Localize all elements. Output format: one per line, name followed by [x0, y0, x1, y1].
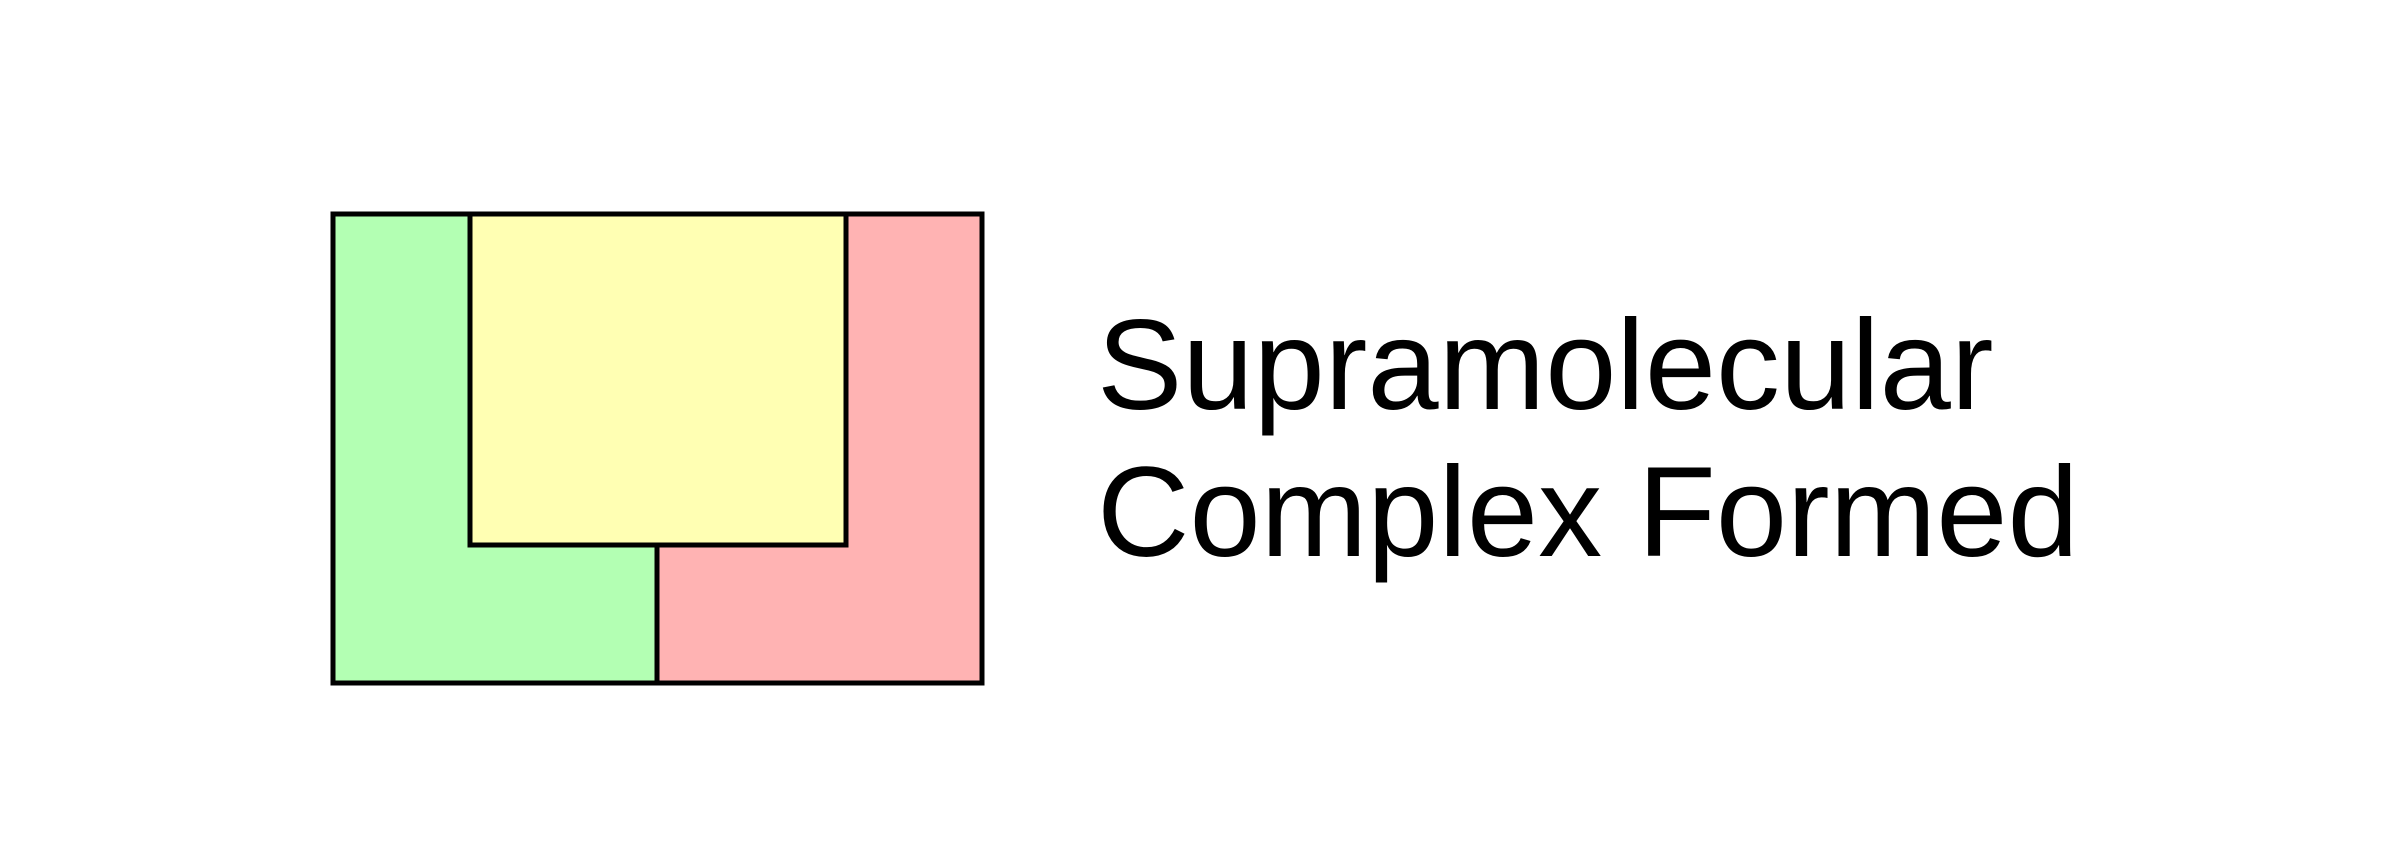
yellow-component — [467, 211, 849, 548]
complex-formed-caption: Supramolecular Complex Formed — [1097, 292, 2079, 586]
caption-line-1: Supramolecular — [1097, 294, 1994, 437]
caption-line-2: Complex Formed — [1097, 441, 2079, 584]
